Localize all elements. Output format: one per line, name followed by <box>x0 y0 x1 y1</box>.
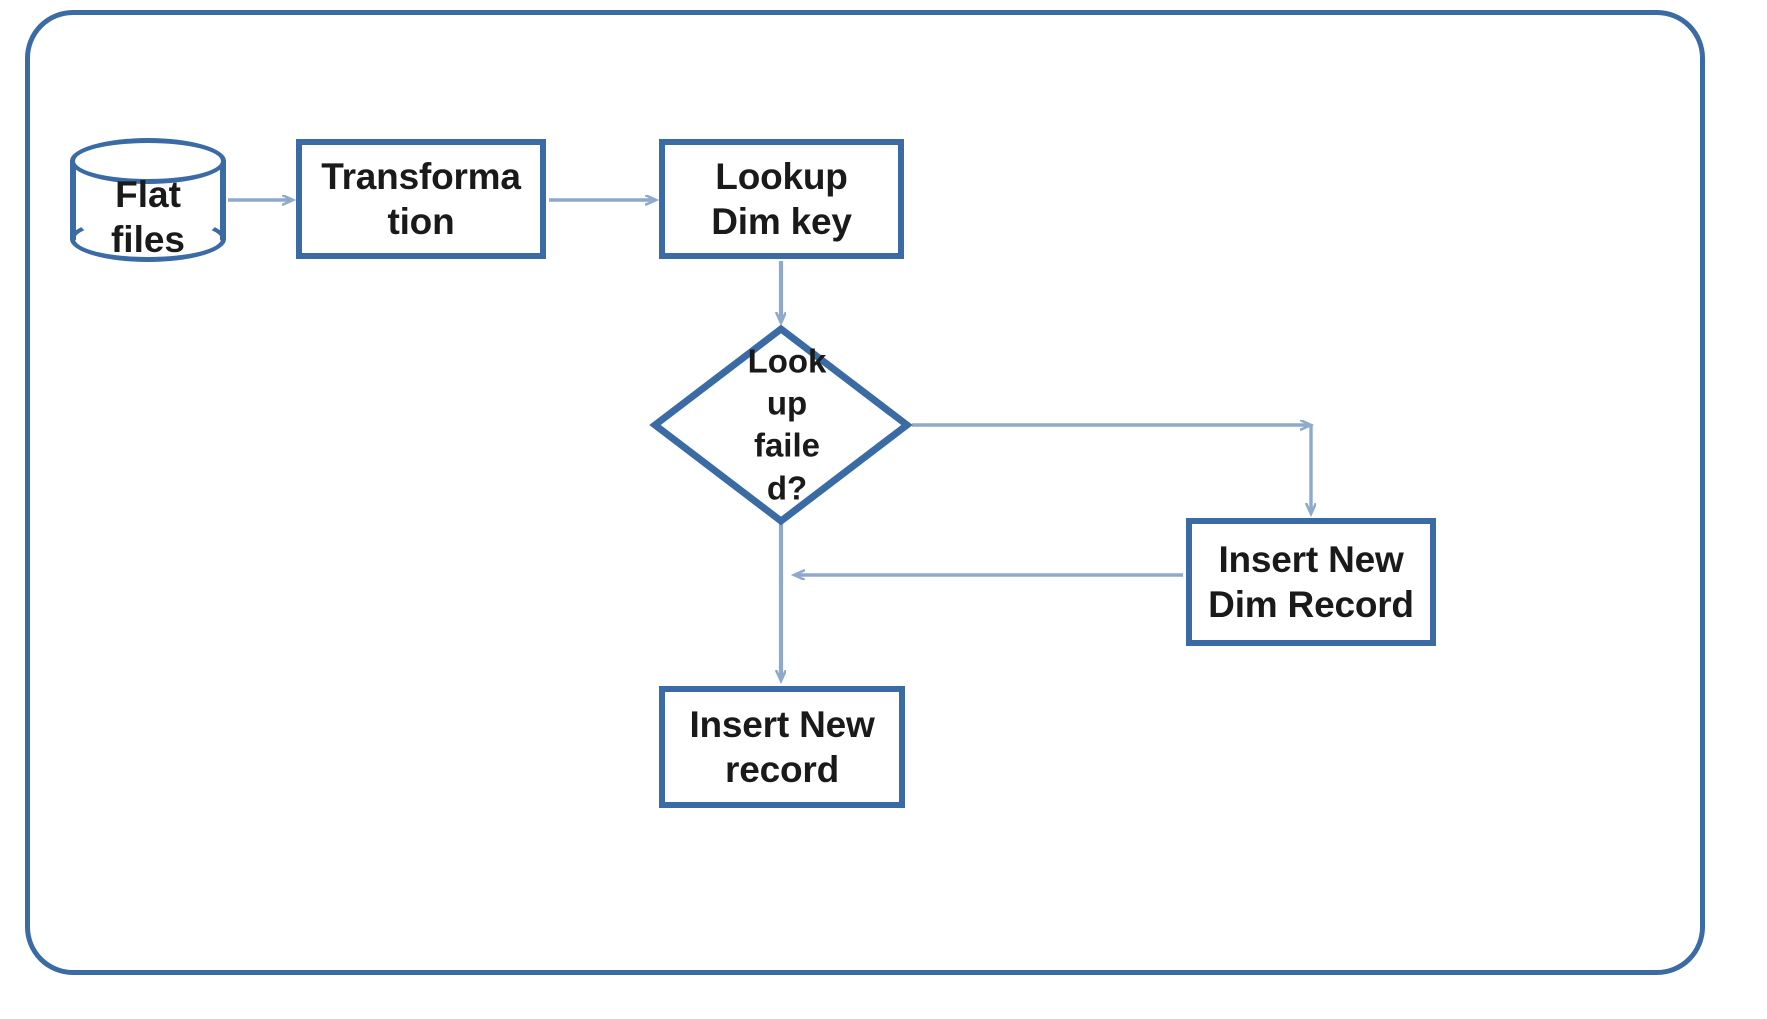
node-insert-new-record[interactable]: Insert New record <box>659 686 905 808</box>
node-flat-files[interactable]: Flat files <box>70 138 226 262</box>
node-lookup-dim-key[interactable]: Lookup Dim key <box>659 139 904 259</box>
node-lookup-failed[interactable]: Look up faile d? <box>649 324 913 526</box>
diagram-outer-frame <box>25 10 1705 975</box>
node-label-insert-new-dim-record: Insert New Dim Record <box>1208 538 1414 625</box>
node-transformation[interactable]: Transforma tion <box>296 139 546 259</box>
cylinder-top-ellipse <box>70 138 226 184</box>
node-label-flat-files: Flat files <box>110 174 186 261</box>
node-insert-new-dim-record[interactable]: Insert New Dim Record <box>1186 518 1436 646</box>
node-label-insert-new-record: Insert New record <box>689 703 875 790</box>
node-label-transformation: Transforma tion <box>321 155 521 242</box>
node-label-lookup-dim-key: Lookup Dim key <box>711 155 852 242</box>
node-label-lookup-failed: Look up faile d? <box>747 342 827 507</box>
diamond-shape <box>649 324 913 526</box>
cylinder-bottom-ellipse <box>70 216 226 262</box>
